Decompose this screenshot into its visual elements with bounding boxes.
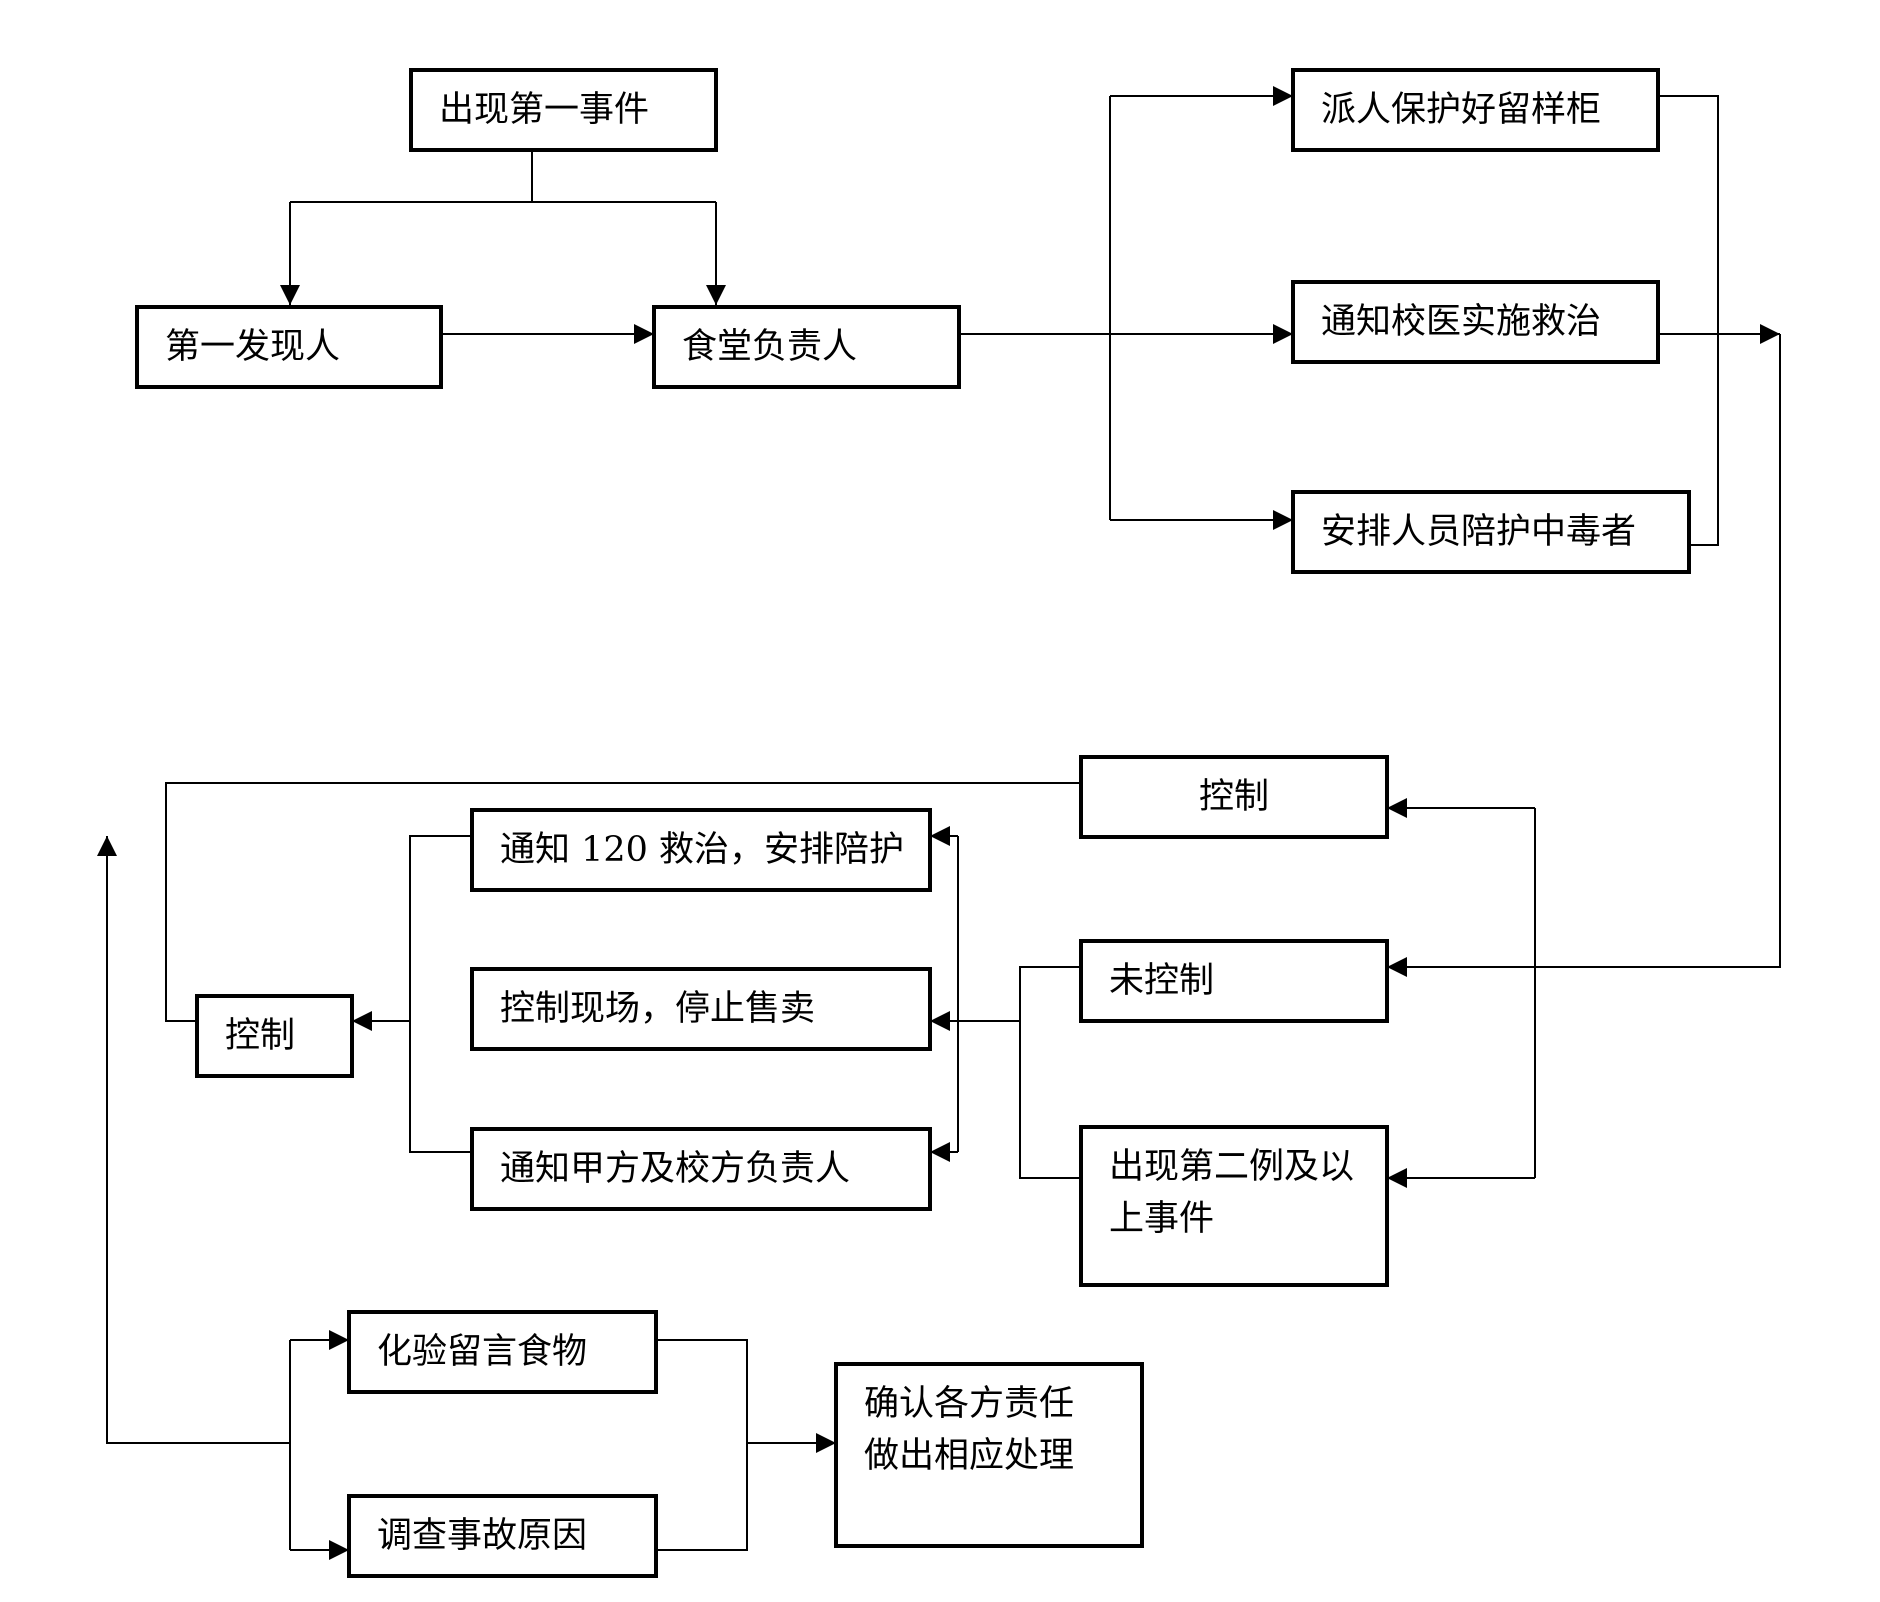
node-not-controlled: 未控制 — [1079, 939, 1389, 1023]
node-investigate-cause: 调查事故原因 — [347, 1494, 658, 1578]
node-control-scene: 控制现场，停止售卖 — [470, 967, 932, 1051]
node-label: 派人保护好留样柜 — [1321, 90, 1602, 130]
node-label: 控制现场，停止售卖 — [500, 989, 816, 1029]
node-label: 出现第一事件 — [439, 90, 650, 130]
node-label: 通知校医实施救治 — [1321, 302, 1602, 342]
node-label: 第一发现人 — [165, 327, 341, 367]
node-confirm-responsibility: 确认各方责任 做出相应处理 — [834, 1362, 1144, 1548]
node-label: 未控制 — [1109, 961, 1215, 1001]
node-label: 确认各方责任 做出相应处理 — [864, 1384, 1075, 1476]
node-label: 调查事故原因 — [377, 1516, 588, 1556]
edge-middle-left-bus — [409, 835, 472, 1153]
node-second-case: 出现第二例及以上事件 — [1079, 1125, 1389, 1287]
node-controlled-top: 控制 — [1079, 755, 1389, 839]
node-label: 安排人员陪护中毒者 — [1321, 512, 1637, 552]
edge-escalation-bus — [1019, 966, 1080, 1179]
node-label: 通知 120 救治，安排陪护 — [500, 830, 905, 870]
node-label: 食堂负责人 — [682, 327, 858, 367]
node-label: 控制 — [1198, 777, 1269, 817]
node-label: 通知甲方及校方负责人 — [500, 1149, 851, 1189]
node-accompany-poisoned: 安排人员陪护中毒者 — [1291, 490, 1691, 574]
node-protect-sample-cabinet: 派人保护好留样柜 — [1291, 68, 1660, 152]
node-test-food: 化验留言食物 — [347, 1310, 658, 1394]
edge-actions-merge — [1658, 95, 1719, 546]
edge-first-event-split — [290, 150, 716, 203]
node-first-discoverer: 第一发现人 — [135, 305, 443, 389]
node-notify-school-doctor: 通知校医实施救治 — [1291, 280, 1660, 364]
node-first-event: 出现第一事件 — [409, 68, 718, 152]
edge-investigation-loop — [97, 836, 290, 1444]
edge-to-not-controlled — [1387, 334, 1781, 977]
node-label: 控制 — [225, 1016, 296, 1056]
node-notify-120: 通知 120 救治，安排陪护 — [470, 808, 932, 892]
node-label: 化验留言食物 — [377, 1332, 588, 1372]
edge-controlled-top-to-left — [165, 782, 1081, 1022]
node-controlled-left: 控制 — [195, 994, 354, 1078]
node-label: 出现第二例及以上事件 — [1109, 1147, 1355, 1239]
node-notify-party-a: 通知甲方及校方负责人 — [470, 1127, 932, 1211]
edge-findings-merge — [656, 1339, 748, 1551]
node-canteen-head: 食堂负责人 — [652, 305, 961, 389]
